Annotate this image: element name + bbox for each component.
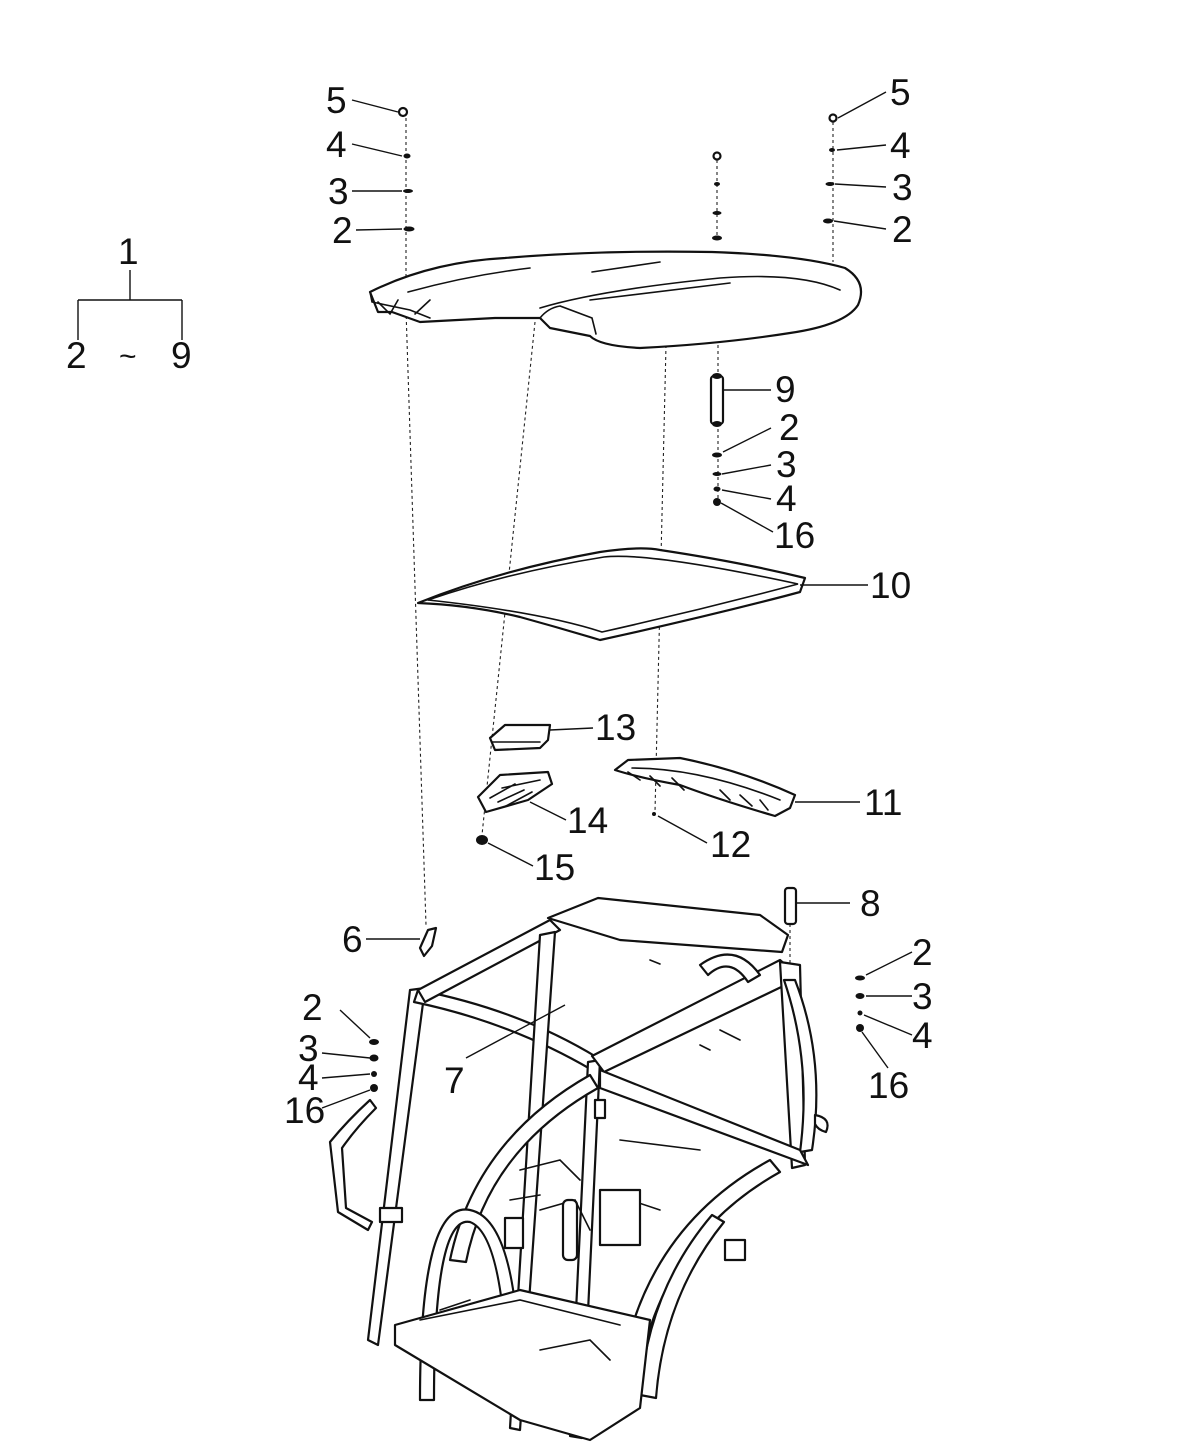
callout-2-left-lower: 2 [302, 987, 323, 1028]
callout-4-right: 4 [890, 125, 911, 166]
hinge-8 [783, 886, 798, 926]
latch-plate [593, 1098, 607, 1120]
frame-panel [598, 1188, 642, 1247]
callout-3-right: 3 [892, 167, 913, 208]
frame-bracket [503, 1216, 525, 1250]
legend-bracket [77, 270, 183, 340]
callout-labels: 5 4 3 2 5 4 3 2 9 2 3 4 16 10 13 11 14 1… [284, 72, 933, 1131]
callout-6: 6 [342, 919, 363, 960]
legend-range-separator: ~ [119, 340, 137, 373]
callout-4-left: 4 [326, 124, 347, 165]
callout-2-left: 2 [332, 210, 353, 251]
callout-4-right-lower: 4 [912, 1015, 933, 1056]
callout-5-right: 5 [890, 72, 911, 113]
callout-8: 8 [860, 883, 881, 924]
callout-3-left: 3 [328, 171, 349, 212]
air-filter [476, 770, 554, 814]
filter-cover [488, 723, 552, 752]
callout-11: 11 [864, 782, 902, 823]
cab-frame [328, 896, 829, 1442]
callout-2-mid: 2 [779, 407, 800, 448]
bracket-6 [418, 926, 438, 958]
callout-4-mid: 4 [776, 478, 797, 519]
callout-14: 14 [567, 800, 608, 841]
callout-15: 15 [534, 847, 575, 888]
callout-16-mid: 16 [774, 515, 815, 556]
roof-panel [368, 250, 863, 350]
hinge-9 [709, 373, 725, 427]
legend-range-start: 2 [66, 335, 87, 376]
screw-12 [652, 812, 656, 816]
hardware-left-low [369, 1039, 379, 1092]
callout-16-left-lower: 16 [284, 1090, 325, 1131]
filter-clip [476, 835, 488, 845]
hardware-mid-top [712, 151, 722, 241]
callout-4-left-lower: 4 [298, 1057, 319, 1098]
door-handle [561, 1198, 579, 1262]
callout-9: 9 [775, 369, 796, 410]
assembly-lines [405, 118, 834, 975]
legend-range-end: 9 [171, 335, 192, 376]
callout-3-right-lower: 3 [912, 976, 933, 1017]
callout-7: 7 [444, 1060, 465, 1101]
callout-2-right-lower: 2 [912, 932, 933, 973]
callout-12: 12 [710, 824, 751, 865]
roof-inner-tray [613, 756, 797, 818]
hardware-left-top [397, 106, 415, 232]
assembly-legend: 1 2 ~ 9 [66, 231, 192, 376]
leader-lines [321, 91, 913, 1109]
callout-10: 10 [870, 565, 911, 606]
callout-16-right-lower: 16 [868, 1065, 909, 1106]
frame-mount [723, 1238, 747, 1262]
hardware-right-top [823, 113, 838, 224]
callout-2-right: 2 [892, 209, 913, 250]
hardware-mid-bottom [712, 452, 722, 506]
callout-13: 13 [595, 707, 636, 748]
roof-seal-gasket [416, 547, 807, 642]
legend-assembly-number: 1 [118, 231, 139, 272]
callout-3-left-lower: 3 [298, 1028, 319, 1069]
hinge-lower [378, 1206, 404, 1224]
hardware-right-low [855, 975, 865, 1032]
callout-5-left: 5 [326, 80, 347, 121]
callout-3-mid: 3 [776, 444, 797, 485]
